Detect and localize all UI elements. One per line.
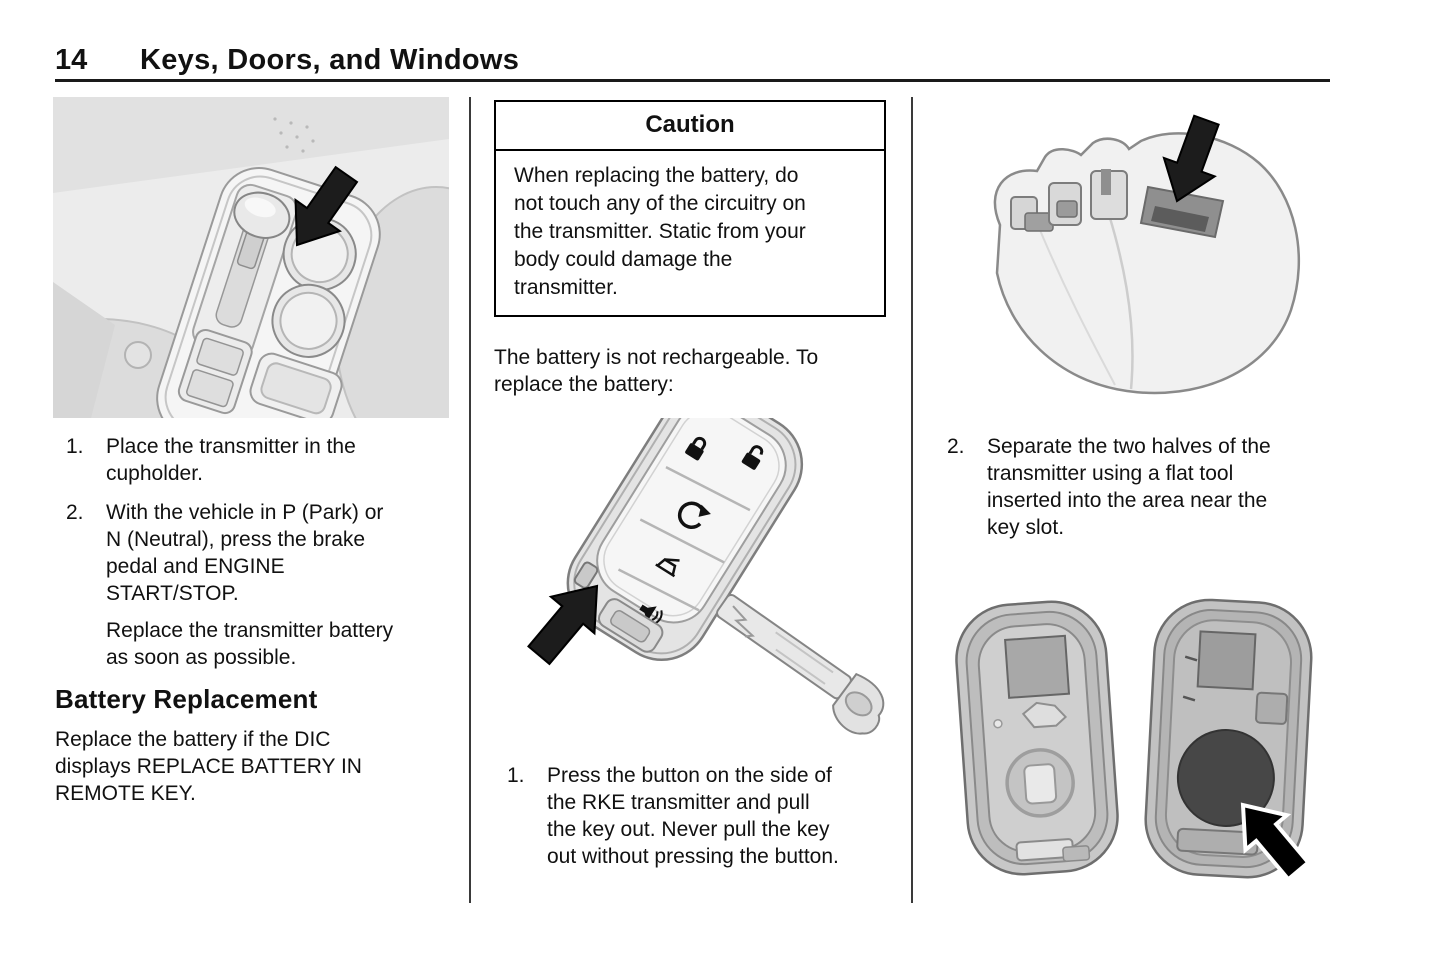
page-number: 14 — [55, 44, 88, 76]
rke-transmitter — [566, 418, 804, 662]
step-text: Place the transmitter in the cupholder. — [106, 435, 356, 485]
console-figure — [53, 97, 449, 418]
step-number: 2. — [947, 435, 965, 458]
unlock-icon — [741, 445, 764, 470]
paragraph: Replace the battery if the DIC displays … — [55, 728, 362, 805]
dash-panel — [53, 97, 449, 193]
header-rule — [55, 79, 1330, 82]
floor-area — [53, 282, 115, 418]
floor-bolt — [124, 341, 152, 369]
shell-body — [993, 132, 1301, 395]
step-text: Press the button on the side of the RKE … — [547, 764, 839, 868]
step-number: 2. — [66, 501, 84, 524]
caution-body: When replacing the battery, do not touch… — [514, 164, 806, 299]
caution-title: Caution — [496, 102, 884, 151]
ic-chip — [1004, 634, 1071, 699]
transmitter-halves-figure — [955, 598, 1321, 888]
caution-box: Caution When replacing the battery, do n… — [494, 100, 886, 317]
half-circuit-board — [955, 600, 1119, 876]
column-divider-right — [911, 97, 913, 903]
step-number: 1. — [507, 764, 525, 787]
step-text: With the vehicle in P (Park) or N (Neutr… — [106, 501, 384, 605]
step-number: 1. — [66, 435, 84, 458]
key-slot-area — [1139, 185, 1225, 239]
step-text: Separate the two halves of the transmitt… — [987, 435, 1271, 539]
trunk-release-icon — [655, 557, 680, 578]
shell-clips — [1010, 169, 1128, 232]
center-console — [156, 167, 381, 418]
half-battery — [1144, 598, 1313, 879]
list-item: 2. With the vehicle in P (Park) or N (Ne… — [66, 499, 446, 607]
list-item: 1. Place the transmitter in the cupholde… — [66, 433, 446, 487]
lock-icon — [685, 436, 707, 461]
coin-cell-battery — [1176, 728, 1275, 827]
remote-start-icon — [677, 501, 711, 529]
transmitter-half-figure — [993, 109, 1301, 395]
paragraph: The battery is not rechargeable. To repl… — [494, 346, 819, 396]
key-blade — [716, 593, 885, 735]
fob-key-figure — [516, 418, 885, 735]
key-release-button — [573, 561, 599, 589]
step-note: Replace the transmitter battery as soon … — [106, 619, 394, 669]
speaker-dots — [273, 117, 315, 153]
section-heading: Battery Replacement — [55, 684, 318, 714]
page-title: Keys, Doors, and Windows — [140, 44, 520, 76]
column-divider-left — [469, 97, 471, 903]
list-item: 1. Press the button on the side of the R… — [507, 762, 897, 870]
list-item: 2. Separate the two halves of the transm… — [947, 433, 1332, 541]
